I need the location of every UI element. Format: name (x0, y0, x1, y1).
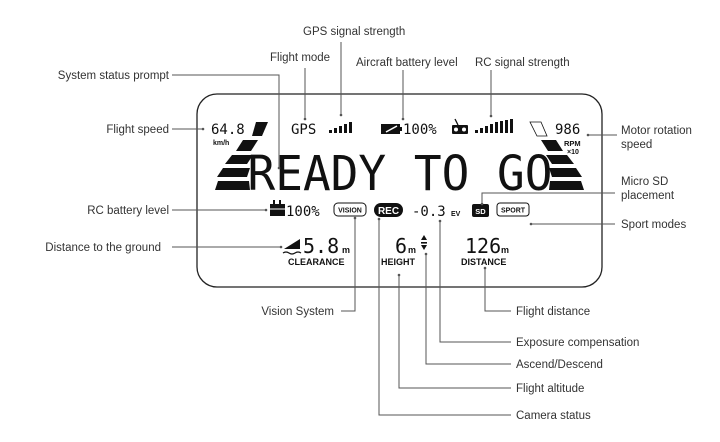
sd-badge-frame (472, 204, 489, 217)
label-micro-sd-line1: Micro SD (621, 176, 668, 188)
height-label: HEIGHT (381, 257, 416, 267)
rec-badge-frame (374, 203, 403, 217)
label-exposure: Exposure compensation (516, 337, 639, 349)
label-distance-ground: Distance to the ground (45, 242, 161, 254)
gps-text: GPS (291, 122, 316, 138)
vision-badge-frame (333, 202, 367, 217)
label-battery-level: Aircraft battery level (356, 57, 458, 69)
label-micro-sd-line2: placement (621, 190, 675, 202)
height-unit: m (408, 245, 416, 255)
label-flight-altitude: Flight altitude (516, 383, 584, 395)
label-system-status: System status prompt (58, 70, 170, 82)
speed-unit: km/h (213, 140, 229, 147)
speed-value: 64.8 (211, 122, 245, 138)
clearance-unit: m (342, 245, 350, 255)
rpm-unit: RPM (564, 139, 581, 148)
rpm-bars-right (529, 121, 584, 190)
clearance-value: 5.8 (303, 234, 339, 258)
rc-signal-bars (475, 119, 513, 133)
label-flight-distance: Flight distance (516, 306, 590, 318)
battery-pct: 100% (403, 122, 437, 138)
label-rc-signal: RC signal strength (475, 57, 570, 69)
distance-unit: m (501, 245, 509, 255)
rec-badge: REC (378, 206, 399, 217)
label-motor-speed-line1: Motor rotation (621, 125, 692, 137)
height-value: 6 (395, 234, 407, 258)
rpm-multiplier: ×10 (567, 149, 579, 156)
label-ascend-descend: Ascend/Descend (516, 359, 603, 371)
sd-badge: SD (475, 207, 486, 216)
label-vision-system: Vision System (261, 306, 334, 318)
clearance-label: CLEARANCE (288, 257, 345, 267)
status-text: READY TO GO (248, 146, 553, 202)
vision-badge: VISION (338, 208, 362, 215)
gps-signal-bars (329, 122, 352, 133)
rpm-value: 986 (555, 122, 580, 138)
label-camera-status: Camera status (516, 410, 591, 422)
ev-unit: EV (451, 211, 461, 218)
label-rc-battery: RC battery level (87, 205, 169, 217)
ev-value: -0.3 (412, 204, 446, 220)
leader-lines (172, 42, 617, 416)
ascend-descend-icon (421, 235, 427, 250)
label-flight-speed: Flight speed (106, 124, 169, 136)
rc-icon (452, 118, 468, 134)
label-gps-signal: GPS signal strength (303, 26, 405, 38)
rc-battery-pct: 100% (286, 204, 320, 220)
sport-badge: SPORT (501, 208, 526, 215)
clearance-icon (282, 239, 302, 255)
distance-value: 126 (465, 234, 501, 258)
label-sport-modes: Sport modes (621, 219, 686, 231)
rc-battery-icon (270, 200, 285, 216)
distance-label: DISTANCE (461, 257, 506, 267)
aircraft-battery-icon (381, 124, 402, 134)
label-motor-speed-line2: speed (621, 139, 652, 151)
sport-badge-frame (496, 202, 530, 217)
speed-bars-left (215, 122, 268, 190)
label-flight-mode: Flight mode (270, 52, 330, 64)
